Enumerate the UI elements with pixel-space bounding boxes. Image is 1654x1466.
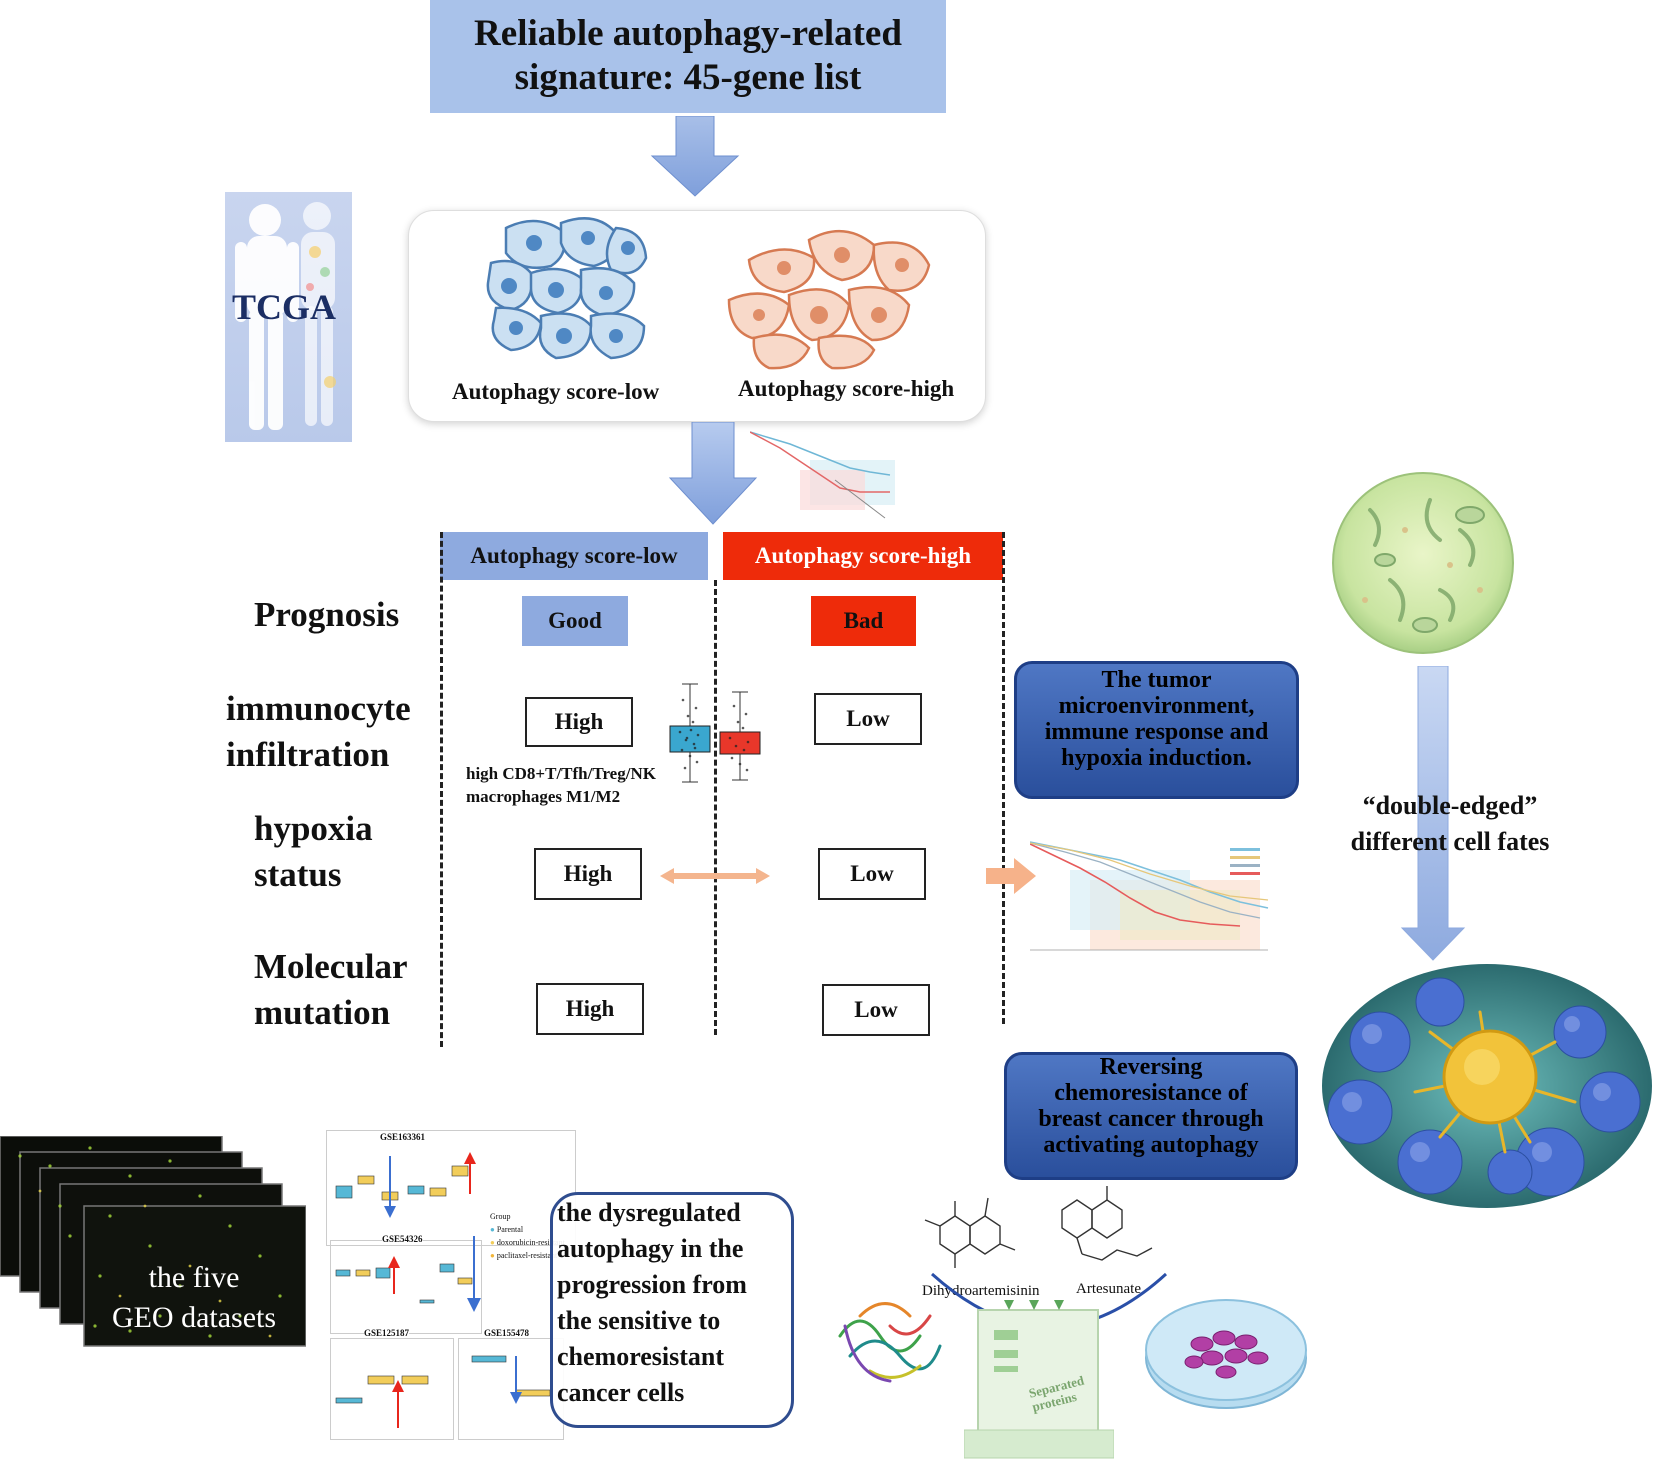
low-score-cells-image <box>486 217 648 360</box>
immunocyte-low-value: High <box>525 697 633 747</box>
hypoxia-low-value: High <box>534 848 642 900</box>
dysreg-line6: cancer cells <box>557 1378 685 1407</box>
mutation-low-value: High <box>536 983 644 1035</box>
prognosis-bad: Bad <box>811 596 916 646</box>
geo-label: the five GEO datasets <box>96 1258 292 1338</box>
cell-organelle-image <box>1332 472 1514 654</box>
down-arrow-icon <box>668 422 758 525</box>
dysreg-line3: progression from <box>557 1270 747 1299</box>
tme-line2: microenvironment, <box>1058 692 1255 719</box>
petri-dish-image <box>1145 1299 1307 1409</box>
immune-note: high CD8+T/Tfh/Treg/NK macrophages M1/M2 <box>466 762 656 808</box>
geo-boxplot-4 <box>471 1355 551 1404</box>
dihydroartemisinin-structure <box>924 1197 1016 1268</box>
immune-note-line2: macrophages M1/M2 <box>466 787 621 806</box>
membrane-blot-image <box>964 1300 1114 1459</box>
geo-boxplot-panel <box>326 1130 576 1246</box>
cell-fates-text: “double-edged” different cell fates <box>1320 788 1580 860</box>
row-label-immunocyte: immunocyte infiltration <box>226 686 411 778</box>
dysreg-line5: chemoresistant <box>557 1342 725 1371</box>
dashed-divider <box>714 580 717 1035</box>
human-silhouette-icon <box>235 202 336 430</box>
double-arrow-icon <box>660 868 770 884</box>
geo-boxplot-3 <box>335 1375 429 1428</box>
column-header-low: Autophagy score-low <box>440 532 708 580</box>
artesunate-structure <box>1061 1186 1153 1261</box>
hypoxia-high-value: Low <box>818 848 926 900</box>
legend-label-parental: Parental <box>496 1225 524 1234</box>
geo-line2: GEO datasets <box>111 1301 277 1334</box>
legend-entry-parental: ● Parental <box>490 1225 524 1234</box>
geo-plot-title: GSE125187 <box>364 1328 410 1338</box>
immunocyte-high-value: Low <box>814 693 922 745</box>
row-label-line: mutation <box>254 993 391 1032</box>
dashed-divider <box>440 532 443 1047</box>
microarray-stack-image <box>0 1136 306 1347</box>
tme-box: The tumor microenvironment, immune respo… <box>1014 661 1299 799</box>
dysregulated-box: the dysregulated autophagy in the progre… <box>550 1192 794 1428</box>
tme-line3: immune response and <box>1044 718 1269 745</box>
signature-box: Reliable autophagy-related signature: 45… <box>430 0 946 113</box>
geo-boxplot-1 <box>335 1152 476 1218</box>
reversing-line1: Reversing <box>1099 1054 1203 1080</box>
mutation-high-value: Low <box>822 984 930 1036</box>
immune-attack-image <box>1322 964 1652 1208</box>
reversing-line4: activating autophagy <box>1043 1131 1259 1158</box>
geo-plot-title: GSE155478 <box>484 1328 530 1338</box>
row-label-line: status <box>254 855 342 894</box>
right-arrow-icon <box>986 858 1036 894</box>
row-label-line: Molecular <box>254 947 408 986</box>
down-arrow-icon <box>650 116 740 197</box>
geo-legend: Group ● Parental ● doxorubicin-resistant… <box>490 1210 565 1262</box>
reversing-line3: breast cancer through <box>1038 1105 1264 1132</box>
row-label-line: infiltration <box>226 735 390 774</box>
survival-curve-plot <box>1030 840 1269 951</box>
immune-note-line1: high CD8+T/Tfh/Treg/NK <box>466 764 656 783</box>
row-label-hypoxia: hypoxia status <box>254 806 373 898</box>
geo-line1: the five <box>148 1261 240 1294</box>
cell-fates-line1: “double-edged” <box>1362 791 1538 820</box>
signature-line2: signature: 45-gene list <box>514 57 862 98</box>
geo-plot-title: GSE54326 <box>382 1234 423 1244</box>
drug-label-artesunate: Artesunate <box>1076 1281 1141 1297</box>
geo-boxplot-panel <box>330 1338 454 1440</box>
reversing-line2: chemoresistance of <box>1054 1079 1248 1106</box>
geo-boxplot-2 <box>335 1256 473 1304</box>
survival-curve-thumbnail <box>750 431 895 519</box>
legend-entry-dox: ● doxorubicin-resistant <box>490 1238 565 1247</box>
geo-plot-title: GSE163361 <box>380 1132 426 1142</box>
tcga-body-image <box>225 192 352 442</box>
cells-high-label: Autophagy score-high <box>738 376 955 401</box>
legend-label-pac: paclitaxel-resistant <box>496 1251 558 1260</box>
dashed-divider <box>1002 532 1005 1024</box>
reversing-box: Reversing chemoresistance of breast canc… <box>1004 1052 1298 1180</box>
signature-line1: Reliable autophagy-related <box>474 13 902 54</box>
legend-title: Group <box>490 1212 511 1221</box>
tcga-label: TCGA <box>232 287 337 327</box>
dysreg-line2: autophagy in the <box>557 1234 744 1263</box>
row-label-line: immunocyte <box>226 689 411 728</box>
protein-structure-image <box>838 1302 942 1383</box>
cell-fates-line2: different cell fates <box>1350 827 1550 856</box>
prognosis-good: Good <box>522 596 628 646</box>
drug-label-dha: Dihydroartemisinin <box>922 1283 1040 1299</box>
high-score-cells-image <box>727 229 931 370</box>
legend-entry-pac: ● paclitaxel-resistant <box>490 1251 558 1260</box>
boxplot-thumbnail <box>669 683 761 783</box>
cells-low-label: Autophagy score-low <box>452 379 660 404</box>
row-label-line: hypoxia <box>254 809 373 848</box>
dysreg-line4: the sensitive to <box>557 1306 721 1335</box>
dysreg-line1: the dysregulated <box>557 1198 741 1227</box>
legend-label-dox: doxorubicin-resistant <box>496 1238 565 1247</box>
down-arrow-icon <box>1400 666 1466 961</box>
tme-line4: hypoxia induction. <box>1061 744 1252 771</box>
down-arrow-icon <box>467 1236 481 1312</box>
column-header-high: Autophagy score-high <box>723 532 1003 580</box>
row-label-prognosis: Prognosis <box>254 595 400 634</box>
tme-line1: The tumor <box>1101 667 1212 693</box>
row-label-mutation: Molecular mutation <box>254 944 408 1036</box>
